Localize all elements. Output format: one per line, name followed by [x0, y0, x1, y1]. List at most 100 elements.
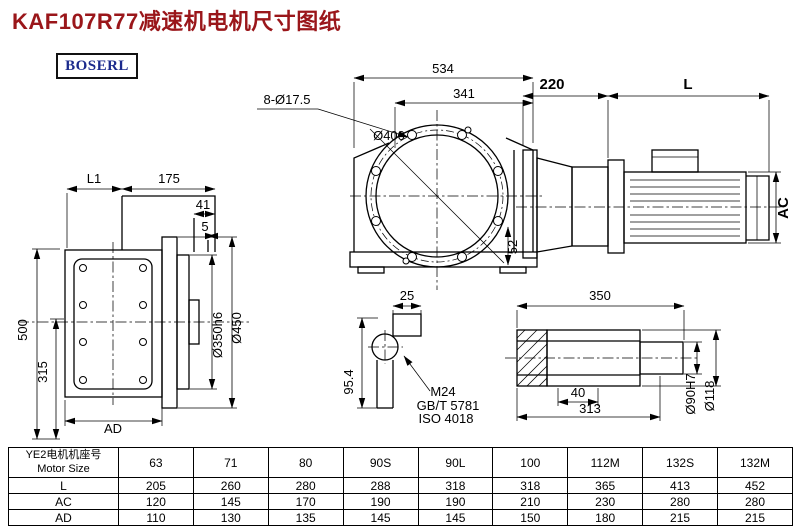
dim-25: 25: [400, 288, 414, 303]
size-header: 63: [118, 447, 194, 478]
value-cell: 230: [567, 493, 644, 510]
header-line-en: Motor Size: [37, 462, 90, 475]
value-cell: 120: [118, 493, 194, 510]
dim-AD: AD: [104, 421, 122, 436]
dim-341: 341: [453, 86, 475, 101]
value-cell: 318: [417, 477, 494, 494]
value-cell: 280: [717, 493, 793, 510]
dim-534: 534: [432, 61, 454, 76]
bolt-hole: [493, 166, 503, 176]
dim-175: 175: [158, 171, 180, 186]
view-shaft-end: 25 95.4 M24 GB/T 5781 ISO 4018: [341, 288, 479, 426]
value-cell: 150: [492, 509, 569, 526]
motor-size-header-cell: YE2电机机座号 Motor Size: [8, 447, 119, 478]
bolt-hole: [371, 216, 381, 226]
value-cell: 170: [267, 493, 344, 510]
dim-315: 315: [35, 361, 50, 383]
dim-L1: L1: [87, 171, 101, 186]
cover-screw: [79, 264, 87, 272]
technical-drawing: 534 341 8-Ø17.5 Ø400 52: [15, 61, 792, 440]
bolt-hole: [407, 252, 417, 262]
dim-220: 220: [539, 76, 564, 93]
dim-flange-diameter: Ø400: [373, 128, 405, 143]
brand-logo: BOSERL: [56, 53, 138, 79]
size-header: 132M: [717, 447, 793, 478]
size-header: 132S: [642, 447, 718, 478]
dim-313: 313: [579, 401, 601, 416]
value-cell: 145: [417, 509, 494, 526]
size-header: 71: [192, 447, 269, 478]
row-label: L: [8, 477, 119, 494]
size-header: 80: [267, 447, 344, 478]
value-cell: 318: [492, 477, 569, 494]
value-cell: 190: [342, 493, 419, 510]
page-title: KAF107R77减速机电机尺寸图纸: [12, 9, 342, 34]
value-cell: 145: [342, 509, 419, 526]
table-header-row: YE2电机机座号 Motor Size 63 71 80 90S 90L 100…: [8, 447, 793, 478]
dim-L: L: [683, 76, 692, 93]
fan-cover: [746, 175, 770, 241]
value-cell: 365: [567, 477, 644, 494]
value-cell: 110: [118, 509, 194, 526]
value-cell: 145: [192, 493, 269, 510]
screw: [464, 126, 472, 134]
row-label: AC: [8, 493, 119, 510]
table-row-AC: AC 120 145 170 190 190 210 230 280 280: [8, 493, 793, 510]
dim-500: 500: [15, 319, 30, 341]
cover-screw: [139, 264, 147, 272]
dim-118: Ø118: [702, 381, 717, 412]
value-cell: 205: [118, 477, 194, 494]
view-motor-side: 220 L AC: [516, 76, 792, 259]
view-gearbox-front: L1 175 41 5 500 315 Ø350h6 Ø450 AD: [15, 171, 252, 440]
cover-screw: [79, 301, 87, 309]
size-header: 90L: [417, 447, 494, 478]
bolt-hole: [457, 130, 467, 140]
size-header: 100: [492, 447, 569, 478]
size-header: 90S: [342, 447, 419, 478]
label-iso-4018: ISO 4018: [419, 411, 474, 426]
bolt-hole: [457, 252, 467, 262]
header-line-cn: YE2电机机座号: [25, 449, 102, 462]
cover-screw: [139, 301, 147, 309]
value-cell: 288: [342, 477, 419, 494]
dim-350h6: Ø350h6: [210, 312, 225, 358]
value-cell: 130: [192, 509, 269, 526]
motor-dimension-table: YE2电机机座号 Motor Size 63 71 80 90S 90L 100…: [8, 447, 793, 526]
value-cell: 413: [642, 477, 718, 494]
cover-screw: [79, 338, 87, 346]
bolt-hole: [407, 130, 417, 140]
view-flange-front: 534 341 8-Ø17.5 Ø400 52: [257, 61, 545, 290]
screw: [402, 257, 410, 265]
cover-screw: [79, 376, 87, 384]
dim-52: 52: [505, 240, 520, 254]
value-cell: 210: [492, 493, 569, 510]
value-cell: 215: [642, 509, 718, 526]
dim-95-4: 95.4: [341, 369, 356, 394]
value-cell: 452: [717, 477, 793, 494]
label-m24: M24: [430, 384, 455, 399]
dim-5: 5: [201, 219, 208, 234]
bolt-hole: [371, 166, 381, 176]
value-cell: 260: [192, 477, 269, 494]
value-cell: 180: [567, 509, 644, 526]
cover-screw: [139, 338, 147, 346]
view-shaft-section: 350 40 313 Ø90H7 Ø118: [505, 288, 721, 421]
value-cell: 215: [717, 509, 793, 526]
dim-40: 40: [571, 385, 585, 400]
terminal-box: [651, 149, 699, 173]
dim-90h7: Ø90H7: [683, 373, 698, 414]
value-cell: 280: [267, 477, 344, 494]
value-cell: 280: [642, 493, 718, 510]
dim-450: Ø450: [229, 312, 244, 344]
table-row-AD: AD 110 130 135 145 145 150 180 215 215: [8, 509, 793, 526]
label-gbt-5781: GB/T 5781: [417, 398, 480, 413]
dim-bolt-holes: 8-Ø17.5: [264, 92, 311, 107]
row-label: AD: [8, 509, 119, 526]
table-row-L: L 205 260 280 288 318 318 365 413 452: [8, 477, 793, 494]
value-cell: 135: [267, 509, 344, 526]
dim-AC: AC: [775, 197, 792, 219]
bolt-hole: [493, 216, 503, 226]
size-header: 112M: [567, 447, 644, 478]
dim-350: 350: [589, 288, 611, 303]
